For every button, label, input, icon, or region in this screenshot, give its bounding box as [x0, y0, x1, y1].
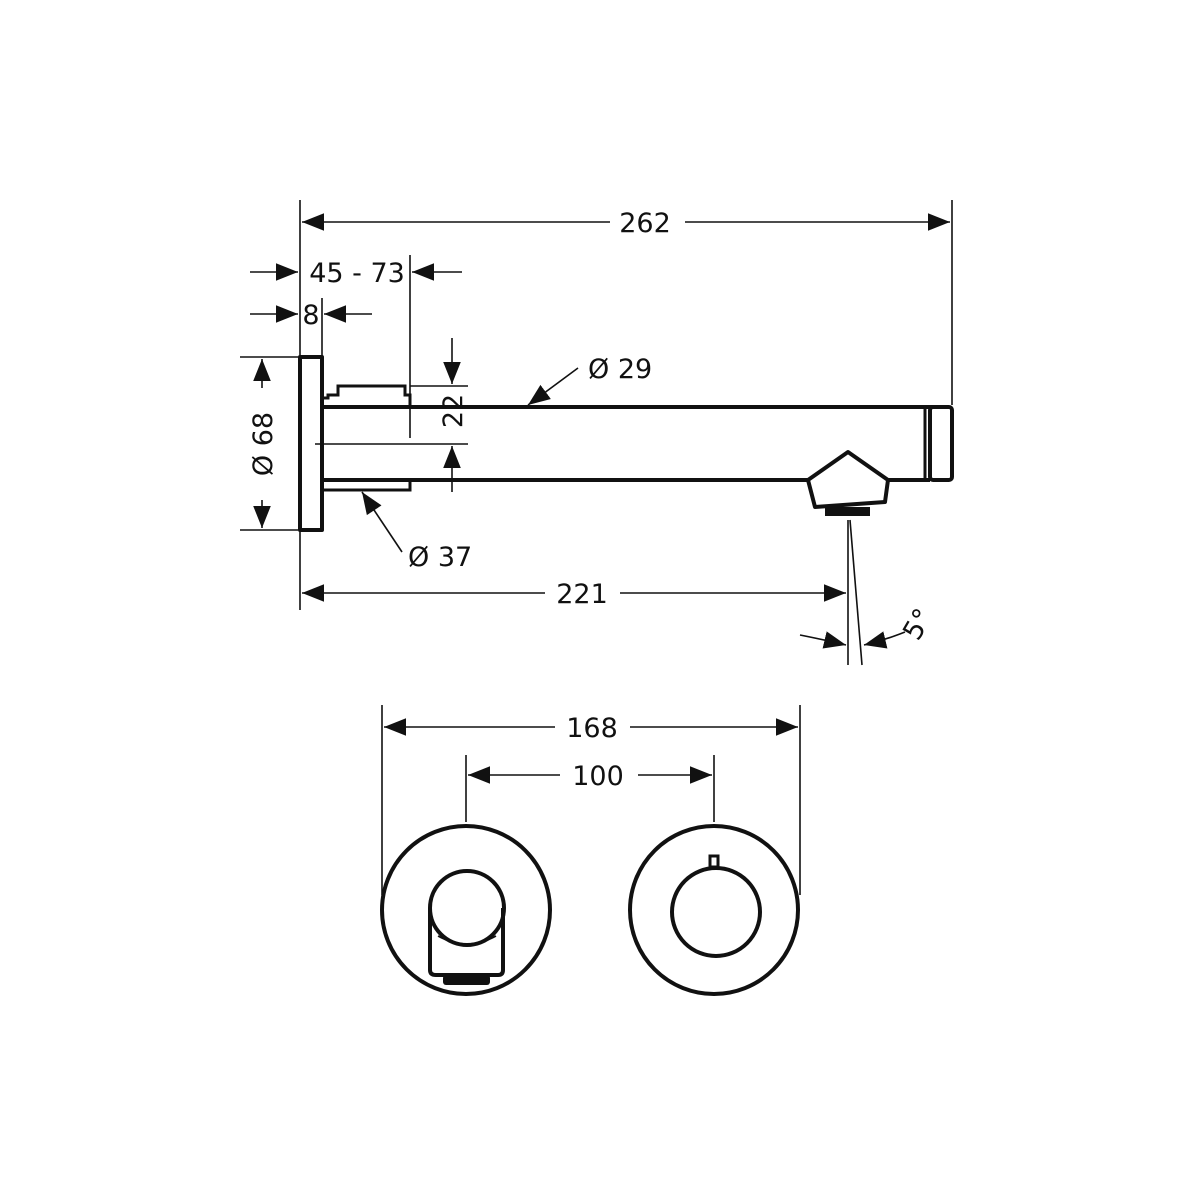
spout-rosette [380, 824, 552, 996]
dim-5-right [863, 631, 906, 649]
leader-29 [527, 367, 579, 406]
spout-curve [437, 935, 497, 945]
dim-label-45-73: 45 - 73 [309, 258, 405, 289]
handle-rosette [628, 824, 800, 996]
dim-label-168: 168 [566, 713, 618, 744]
front-view [380, 824, 800, 996]
dim-label-221: 221 [556, 579, 608, 610]
dim-label-37: Ø 37 [408, 542, 472, 573]
dim-label-29: Ø 29 [588, 354, 652, 385]
sleeve-top [320, 384, 412, 407]
dim-5-left [799, 631, 847, 649]
aerator [825, 507, 870, 516]
spout-body [428, 908, 505, 977]
dim-label-262: 262 [619, 208, 671, 239]
spout-aerator [443, 975, 490, 985]
side-view [298, 355, 954, 532]
pipe-end-cap [928, 405, 954, 482]
handle-indicator [708, 854, 720, 869]
dim-label-22: 22 [438, 394, 469, 428]
dim-label-68: Ø 68 [248, 412, 279, 476]
sleeve-bottom [320, 480, 412, 492]
dim-label-100: 100 [572, 761, 624, 792]
leader-37 [361, 491, 403, 553]
extension-lines [240, 200, 953, 666]
spout-head [806, 450, 890, 509]
handle-knob [670, 866, 762, 958]
dim-label-5deg: 5° [897, 603, 939, 645]
spout-pipe-end [428, 869, 506, 947]
dim-label-8: 8 [302, 300, 319, 331]
dimension-lines [250, 213, 950, 895]
